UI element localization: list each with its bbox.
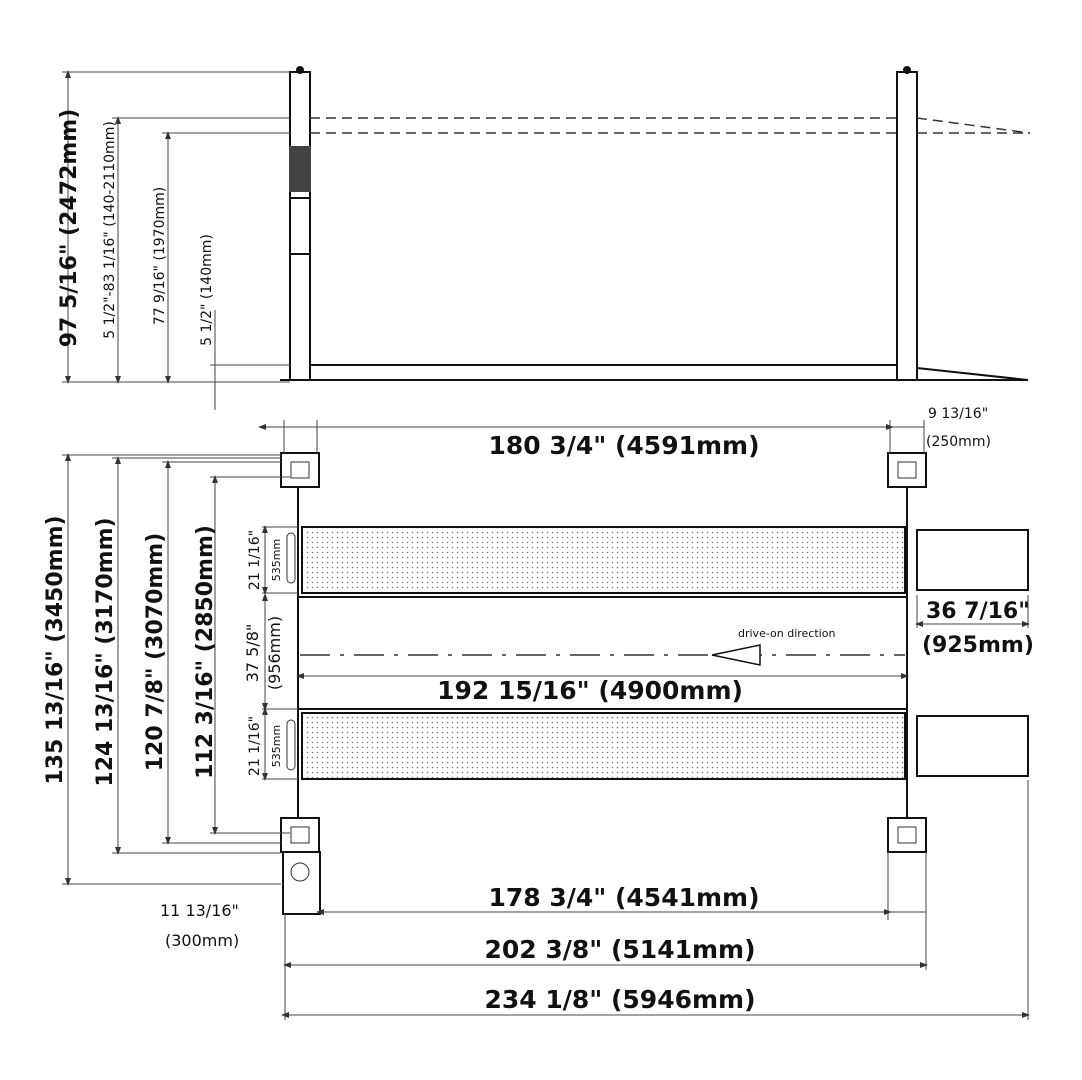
power-unit-mm-label: (300mm) xyxy=(165,931,239,950)
power-unit xyxy=(282,851,321,915)
drive-on-arrow-icon xyxy=(711,644,761,666)
drive-on-direction-label: drive-on direction xyxy=(738,627,835,640)
post-base-front-right xyxy=(887,452,927,488)
side-elevation-view: 97 5/16" (2472mm) 5 1/2"-83 1/16" (140-2… xyxy=(57,66,1031,410)
outer-length-label: 135 13/16" (3450mm) xyxy=(43,515,68,784)
overall-height-label: 97 5/16" (2472mm) xyxy=(57,109,82,348)
post-base-rear-left xyxy=(280,817,320,853)
post-base-front-left xyxy=(280,452,320,488)
runway-width-in-label: 21 1/16" xyxy=(247,530,263,590)
overall-length-label: 234 1/8" (5946mm) xyxy=(484,985,755,1014)
runway-width-in-label-2: 21 1/16" xyxy=(247,716,263,776)
lift-range-label: 5 1/2"-83 1/16" (140-2110mm) xyxy=(102,121,118,339)
right-post xyxy=(896,71,918,381)
power-unit-in-label: 11 13/16" xyxy=(160,901,239,920)
min-height-label: 5 1/2" (140mm) xyxy=(199,234,215,346)
runway-left xyxy=(301,526,906,594)
left-post xyxy=(289,71,311,381)
post-width-in-label: 9 13/16" xyxy=(928,406,988,422)
ramp-left xyxy=(916,529,1029,591)
length-2-label: 124 13/16" (3170mm) xyxy=(93,517,118,786)
inner-post-width-label: 180 3/4" (4591mm) xyxy=(488,431,759,460)
runway-gap-in-label: 37 5/8" xyxy=(243,624,262,683)
top-plan-view: drive-on direction 180 3/4" (4591mm) 9 1… xyxy=(43,406,1034,1020)
max-lift-height-label: 77 9/16" (1970mm) xyxy=(152,187,168,325)
ramp-length-in-label: 36 7/16" xyxy=(926,599,1030,624)
runway-lowered xyxy=(309,364,898,381)
runway-gap-mm-label: (956mm) xyxy=(265,616,284,690)
length-3-label: 120 7/8" (3070mm) xyxy=(143,533,168,772)
runway-length-label: 192 15/16" (4900mm) xyxy=(437,676,743,705)
length-4-label: 112 3/16" (2850mm) xyxy=(193,525,218,779)
post-width-mm-label: (250mm) xyxy=(926,434,991,450)
ramp-right xyxy=(916,715,1029,777)
lock-mechanism xyxy=(289,146,311,192)
runway-right xyxy=(301,712,906,780)
runway-width-mm-label: 535mm xyxy=(270,539,283,581)
inner-length-label: 178 3/4" (4541mm) xyxy=(488,883,759,912)
ramp-length-mm-label: (925mm) xyxy=(922,633,1034,658)
runway-width-mm-label-2: 535mm xyxy=(270,725,283,767)
post-base-rear-right xyxy=(887,817,927,853)
post-span-label: 202 3/8" (5141mm) xyxy=(484,935,755,964)
